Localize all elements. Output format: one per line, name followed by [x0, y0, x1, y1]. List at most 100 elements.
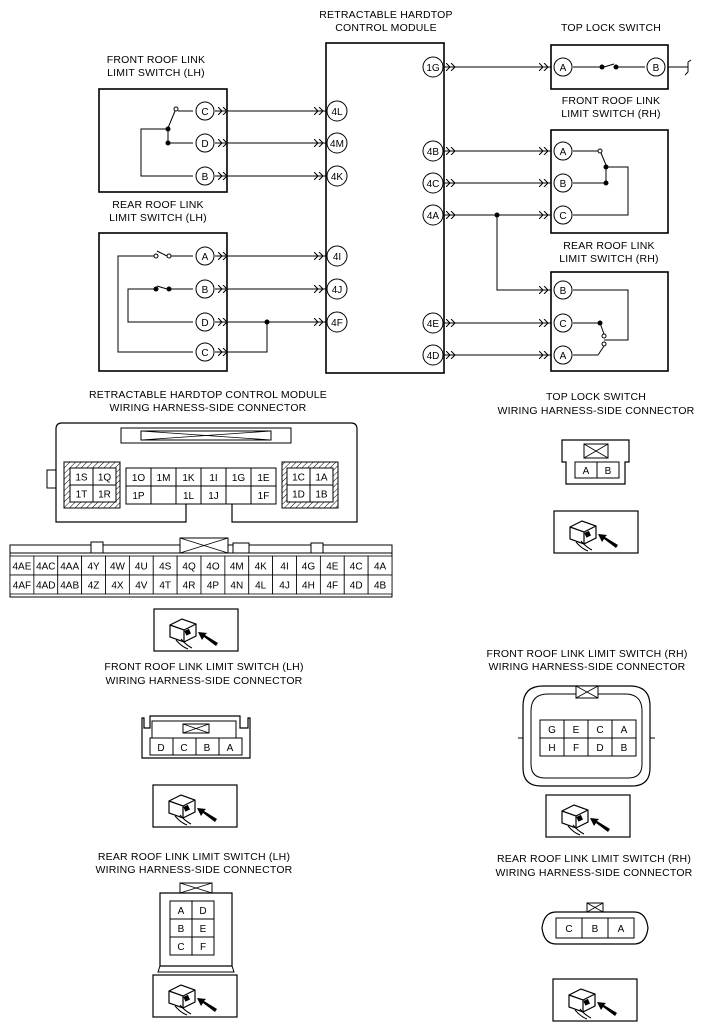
connector-cell: A — [178, 906, 185, 917]
connector-cell: 4S — [159, 562, 172, 573]
title-conn-module: RETRACTABLE HARDTOP CONTROL MODULE WIRIN… — [89, 389, 327, 414]
connector-cell: D — [596, 743, 603, 754]
connector-cell: D — [199, 906, 206, 917]
connector-cell: 4U — [135, 562, 148, 573]
connector-cell: 4C — [350, 562, 363, 573]
title-conn-front-rh-line2: WIRING HARNESS-SIDE CONNECTOR — [489, 661, 686, 673]
connector-cell: 1D — [292, 490, 305, 501]
pin-label: A — [553, 141, 573, 161]
title-module: RETRACTABLE HARDTOP CONTROL MODULE — [319, 9, 452, 34]
connector-view-icon — [153, 608, 239, 652]
title-top-lock: TOP LOCK SWITCH — [561, 22, 661, 34]
wire-4a-branch — [496, 215, 551, 291]
connector-cell: 4AE — [12, 562, 31, 573]
pin-label: 1G — [422, 56, 444, 78]
front-rh-internal — [573, 148, 629, 216]
title-rear-lh-line2: LIMIT SWITCH (LH) — [109, 212, 207, 224]
pin-label: B — [195, 166, 215, 186]
svg-text:4M: 4M — [330, 139, 344, 150]
connector-cell: 4AB — [60, 581, 79, 592]
connector-cell: 4K — [255, 562, 268, 573]
pin-label: 4D — [422, 344, 444, 366]
pin-label: A — [553, 57, 573, 77]
connector-cell: 4X — [111, 581, 124, 592]
svg-text:1G: 1G — [426, 63, 440, 74]
pin-label: B — [553, 173, 573, 193]
connector-cell: 1A — [315, 473, 328, 484]
pin-label: 4J — [326, 278, 348, 300]
svg-text:C: C — [201, 348, 208, 359]
rear-rh-connector: C B A — [541, 902, 649, 945]
pin-label: 4K — [326, 165, 348, 187]
svg-text:C: C — [201, 107, 208, 118]
connector-cell: 1K — [182, 473, 195, 484]
connector-cell: 1E — [257, 473, 270, 484]
connector-cell: 4T — [159, 581, 171, 592]
connector-cell: 4H — [302, 581, 315, 592]
title-conn-rear-lh-line1: REAR ROOF LINK LIMIT SWITCH (LH) — [98, 851, 290, 863]
connector-cell: 1F — [258, 491, 270, 502]
connector-cell: 1M — [157, 473, 171, 484]
wire-junction — [494, 212, 500, 218]
connector-view-icon — [553, 510, 639, 554]
pin-label: D — [195, 312, 215, 332]
connector-cell: 1B — [315, 490, 328, 501]
pin-label: A — [553, 345, 573, 365]
svg-text:4E: 4E — [427, 319, 440, 330]
wires — [215, 66, 551, 356]
svg-text:4C: 4C — [427, 179, 440, 190]
title-front-rh-line1: FRONT ROOF LINK — [562, 95, 660, 107]
pin-label: 4I — [326, 245, 348, 267]
svg-text:C: C — [559, 319, 566, 330]
connector-cell: H — [548, 743, 555, 754]
connector-cell: 4B — [374, 581, 387, 592]
connector-cell: D — [157, 743, 164, 754]
svg-text:B: B — [560, 179, 567, 190]
connector-cell: 4O — [206, 562, 220, 573]
pin-label: B — [195, 279, 215, 299]
connector-cell: E — [200, 924, 207, 935]
connector-cell: B — [204, 743, 211, 754]
connector-cell: E — [573, 725, 580, 736]
svg-text:4I: 4I — [333, 252, 341, 263]
front-rh-pins: A B C — [553, 141, 573, 225]
pin-label: B — [646, 57, 666, 77]
svg-text:A: A — [560, 147, 567, 158]
rear-lh-internal — [117, 250, 193, 353]
connector-cell: C — [180, 743, 187, 754]
connector-cell: A — [621, 725, 628, 736]
pin-label: B — [553, 280, 573, 300]
connector-cell: 4A — [374, 562, 387, 573]
svg-text:4J: 4J — [332, 285, 343, 296]
connector-cell: B — [178, 924, 185, 935]
title-conn-rear-lh: REAR ROOF LINK LIMIT SWITCH (LH) WIRING … — [96, 851, 293, 876]
title-front-rh-line2: LIMIT SWITCH (RH) — [561, 108, 660, 120]
pin-label: 4F — [326, 311, 348, 333]
connector-cell: 1I — [209, 473, 217, 484]
connector-cell: 1T — [76, 490, 88, 501]
connector-cell: 4V — [135, 581, 148, 592]
connector-cell: 1O — [132, 473, 146, 484]
connector-cell: 4F — [326, 581, 338, 592]
connector-cell: 4E — [326, 562, 339, 573]
title-conn-front-lh-line2: WIRING HARNESS-SIDE CONNECTOR — [106, 675, 303, 687]
title-conn-module-line2: WIRING HARNESS-SIDE CONNECTOR — [110, 402, 307, 414]
svg-text:A: A — [202, 252, 209, 263]
connector-cell: A — [618, 924, 625, 935]
wire-4f-branch — [215, 322, 268, 353]
connector-cell: 1Q — [98, 473, 112, 484]
title-module-line2: CONTROL MODULE — [335, 22, 437, 34]
top-lock-pins: A B — [553, 57, 666, 77]
front-rh-connector: G E C A H F D B — [518, 685, 655, 787]
connector-cell: 4R — [183, 581, 196, 592]
top-lock-connector: A B — [561, 439, 630, 485]
svg-text:4L: 4L — [331, 107, 343, 118]
connector-cell: 4M — [230, 562, 244, 573]
rear-rh-pins: B C A — [553, 280, 573, 365]
connector-cell: 1R — [98, 490, 111, 501]
title-conn-rear-lh-line2: WIRING HARNESS-SIDE CONNECTOR — [96, 864, 293, 876]
svg-text:4B: 4B — [427, 147, 440, 158]
module-pins-left: 4L 4M 4K 4I 4J 4F — [326, 100, 348, 333]
connector-cell: 4N — [230, 581, 243, 592]
